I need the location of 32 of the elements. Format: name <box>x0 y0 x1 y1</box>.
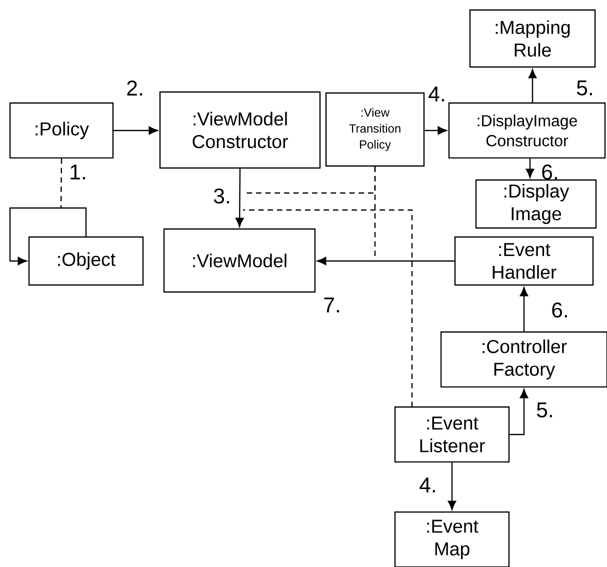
edge-label: 7. <box>324 298 339 312</box>
object-box: :Event Listener <box>394 406 510 463</box>
object-box: :Display Image <box>475 179 597 229</box>
object-box: :Event Map <box>394 511 510 567</box>
object-box: :ViewModel <box>163 228 316 293</box>
edge-label: 4. <box>420 478 435 492</box>
edge-label: 3. <box>214 188 229 204</box>
arrow <box>448 462 456 510</box>
edge-label: 4. <box>428 86 444 102</box>
arrow <box>528 69 537 102</box>
arrow <box>526 158 534 178</box>
arrow <box>520 287 528 332</box>
edge-label: 5. <box>536 402 552 418</box>
edge-label: 1. <box>70 164 85 180</box>
edge-label: 6. <box>552 302 567 318</box>
object-box: :Controller Factory <box>440 331 607 388</box>
object-box: :Event Handler <box>454 236 594 286</box>
object-box: :DisplayImage Constructor <box>448 102 606 159</box>
arrow <box>510 389 528 436</box>
arrow <box>424 126 447 135</box>
object-box: :Policy <box>9 102 114 159</box>
object-box: :View Transition Policy <box>325 92 425 167</box>
object-box: :Mapping Rule <box>469 9 596 68</box>
arrow <box>317 256 454 266</box>
edge-label: 5. <box>576 80 592 96</box>
object-box: :Object <box>28 236 144 286</box>
object-box: :ViewModel Constructor <box>159 91 321 169</box>
arrow <box>9 207 87 266</box>
arrow <box>114 126 158 135</box>
edge-label: 6. <box>542 164 557 180</box>
arrow <box>235 168 244 227</box>
edge-label: 2. <box>127 80 142 96</box>
